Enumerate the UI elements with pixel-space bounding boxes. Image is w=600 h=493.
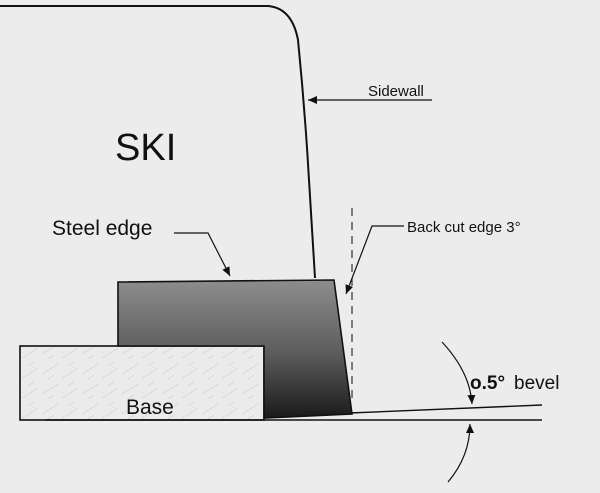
sidewall-label: Sidewall	[368, 83, 424, 100]
bevel-angle-label: o.5°	[470, 373, 505, 394]
steel-edge-leader	[174, 232, 231, 277]
ski-body-outline	[0, 5, 316, 279]
steel-edge-label: Steel edge	[52, 217, 152, 240]
ski-label: SKI	[115, 127, 176, 169]
base-label: Base	[126, 396, 174, 419]
bevel-arrow-top	[441, 341, 476, 405]
back-cut-leader	[345, 225, 404, 295]
bevel-arrow-bottom	[447, 423, 474, 483]
back-cut-label: Back cut edge 3°	[407, 219, 521, 236]
steel-edge-block	[117, 279, 353, 419]
bevel-label: bevel	[514, 373, 559, 394]
bevel-line	[349, 404, 543, 414]
